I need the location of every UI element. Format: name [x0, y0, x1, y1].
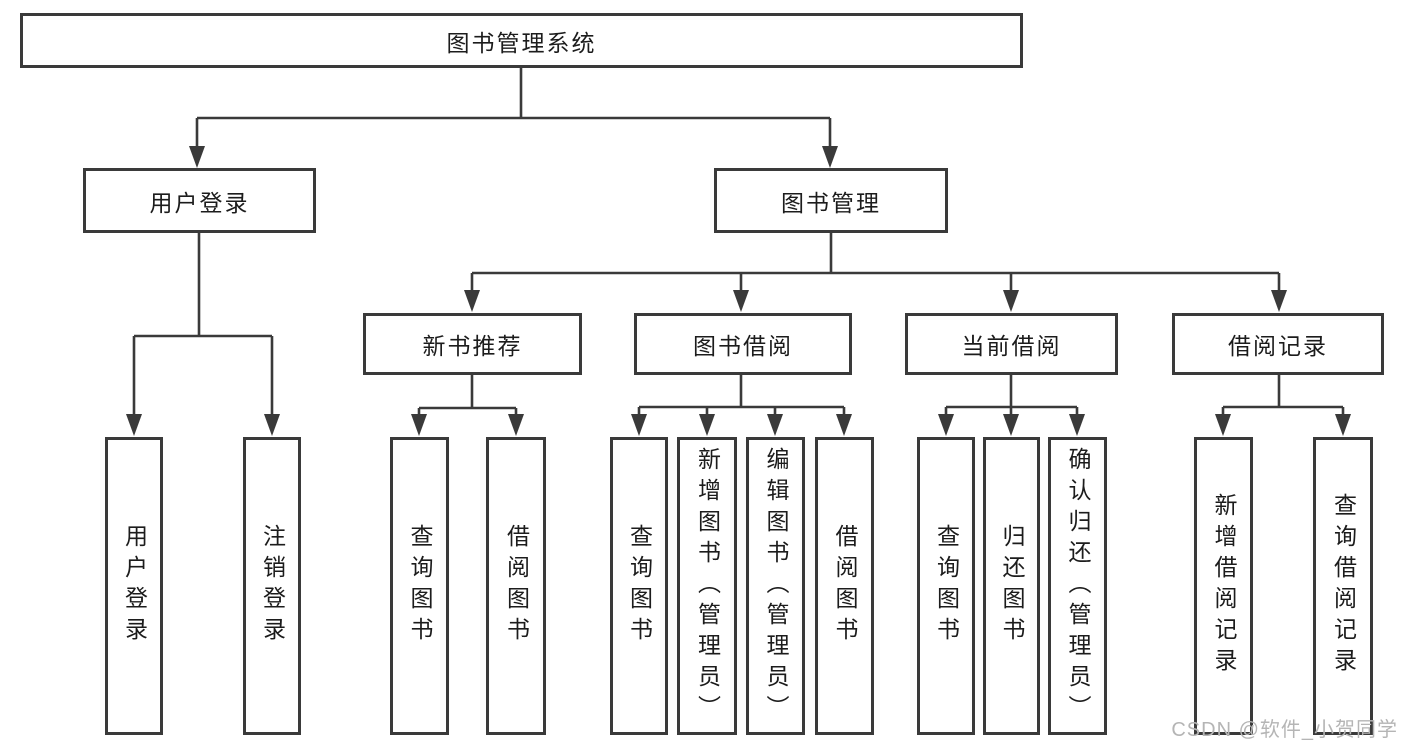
leaf-label: 查询图书 — [626, 524, 653, 648]
leaf-label: 借阅图书 — [503, 524, 530, 648]
leaf-edit-books-admin: 编辑图书（管理员） — [746, 437, 805, 735]
node-current-borrowing: 当前借阅 — [905, 313, 1118, 375]
arrowhead-icon — [1003, 290, 1019, 312]
tree-edges — [132, 68, 1345, 418]
leaf-label: 新增借阅记录 — [1211, 493, 1237, 679]
leaf-user-login: 用户登录 — [105, 437, 163, 735]
leaf-label: 用户登录 — [121, 524, 148, 648]
arrowhead-icon — [1335, 414, 1351, 436]
leaf-confirm-return-admin: 确认归还（管理员） — [1048, 437, 1107, 735]
arrowhead-icon — [1003, 414, 1019, 436]
node-borrowing-records: 借阅记录 — [1172, 313, 1384, 375]
leaf-query-borrow-record: 查询借阅记录 — [1313, 437, 1373, 735]
node-user-login: 用户登录 — [83, 168, 316, 233]
leaf-logout: 注销登录 — [243, 437, 301, 735]
leaf-label: 查询图书 — [933, 524, 960, 648]
node-book-borrowing: 图书借阅 — [634, 313, 852, 375]
arrowhead-icon — [1215, 414, 1231, 436]
arrowhead-icon — [699, 414, 715, 436]
arrowheads — [126, 146, 1351, 436]
node-new-book-recommend: 新书推荐 — [363, 313, 582, 375]
arrowhead-icon — [464, 290, 480, 312]
leaf-label: 借阅图书 — [832, 524, 858, 648]
arrowhead-icon — [938, 414, 954, 436]
leaf-borrow-books: 借阅图书 — [815, 437, 874, 735]
arrowhead-icon — [411, 414, 427, 436]
arrowhead-icon — [822, 146, 838, 168]
node-book-management: 图书管理 — [714, 168, 948, 233]
leaf-label: 注销登录 — [259, 524, 286, 648]
leaf-borrow-books-recommend: 借阅图书 — [486, 437, 546, 735]
arrowhead-icon — [508, 414, 524, 436]
arrowhead-icon — [631, 414, 647, 436]
arrowhead-icon — [189, 146, 205, 168]
leaf-label: 确认归还（管理员） — [1065, 446, 1091, 726]
arrowhead-icon — [836, 414, 852, 436]
node-root-system: 图书管理系统 — [20, 13, 1023, 68]
leaf-query-books-current: 查询图书 — [917, 437, 975, 735]
csdn-watermark: CSDN @软件_小贺同学 — [1171, 719, 1398, 741]
arrowhead-icon — [1271, 290, 1287, 312]
leaf-label: 查询图书 — [407, 524, 433, 648]
leaf-return-books: 归还图书 — [983, 437, 1040, 735]
arrowhead-icon — [126, 414, 142, 436]
leaf-label: 编辑图书（管理员） — [763, 446, 789, 726]
leaf-add-books-admin: 新增图书（管理员） — [677, 437, 737, 735]
arrowhead-icon — [1069, 414, 1085, 436]
leaf-label: 归还图书 — [999, 524, 1025, 648]
arrowhead-icon — [767, 414, 783, 436]
leaf-add-borrow-record: 新增借阅记录 — [1194, 437, 1253, 735]
leaf-label: 新增图书（管理员） — [694, 446, 721, 726]
leaf-query-books-borrowing: 查询图书 — [610, 437, 668, 735]
leaf-label: 查询借阅记录 — [1330, 493, 1357, 679]
arrowhead-icon — [733, 290, 749, 312]
leaf-query-books-recommend: 查询图书 — [390, 437, 449, 735]
arrowhead-icon — [264, 414, 280, 436]
